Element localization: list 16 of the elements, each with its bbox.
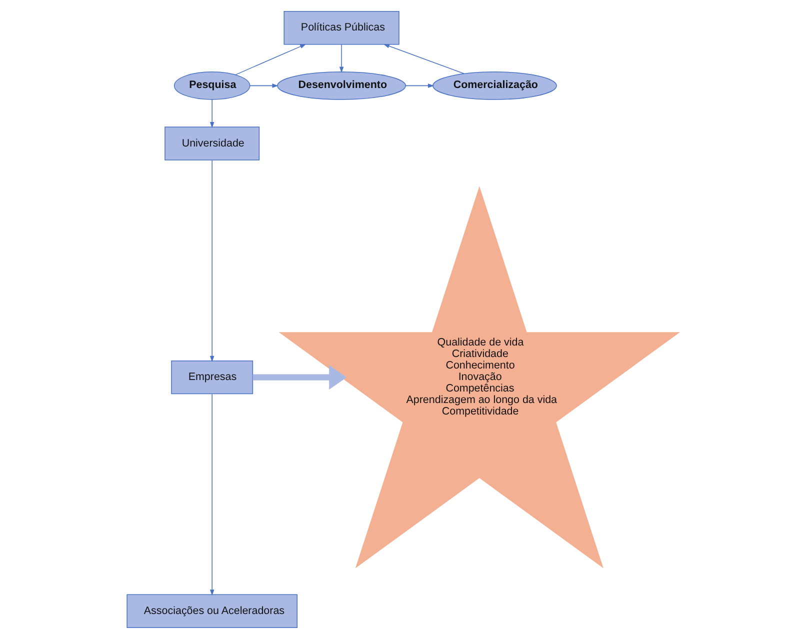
arrow: [338, 44, 344, 73]
node-box: Associações ou Aceleradoras: [126, 594, 297, 628]
arrow: [249, 84, 278, 88]
arrow: [252, 365, 346, 390]
node-box: Empresas: [170, 360, 253, 394]
arrow: [209, 394, 214, 596]
arrow: [209, 99, 214, 128]
arrow: [209, 160, 214, 362]
node-ellipse: Comercialização: [432, 72, 556, 100]
arrow: [234, 44, 306, 76]
node-box: Universidade: [164, 126, 260, 160]
node-ellipse: Desenvolvimento: [276, 72, 406, 100]
node-ellipse: Pesquisa: [173, 72, 250, 100]
arrow: [382, 44, 464, 74]
node-box: Políticas Públicas: [283, 11, 399, 45]
arrow: [404, 84, 434, 88]
